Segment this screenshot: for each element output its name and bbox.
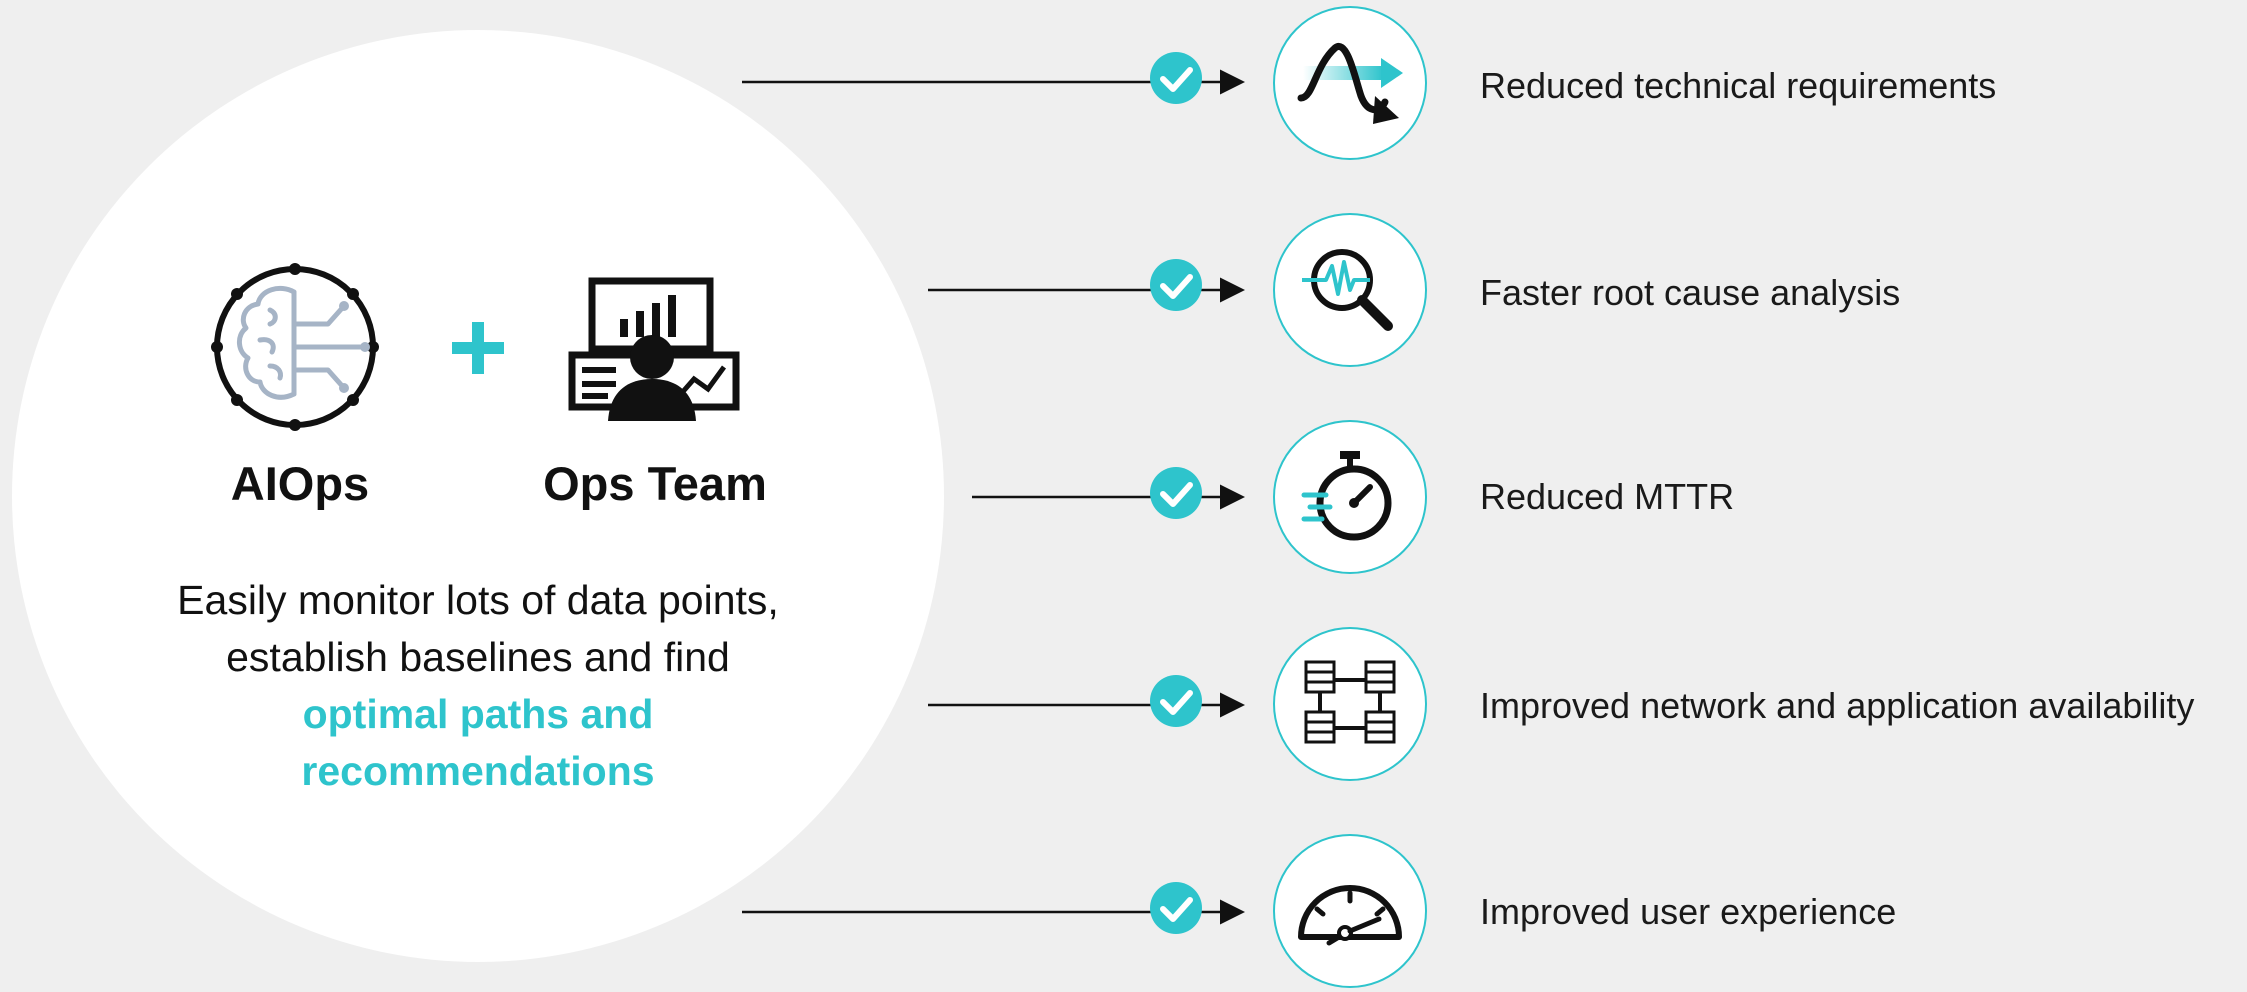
aiops-label: AIOps bbox=[230, 457, 370, 510]
wave-arrow-icon bbox=[1273, 6, 1427, 160]
description-highlight: recommendations bbox=[301, 748, 655, 794]
description-line: establish baselines and find bbox=[226, 634, 730, 680]
plus-sign bbox=[448, 318, 508, 378]
magnifier-pulse-icon bbox=[1273, 213, 1427, 367]
ops-team-icon bbox=[568, 275, 740, 425]
connector-row-5 bbox=[742, 882, 1245, 934]
connector-row-3 bbox=[972, 467, 1245, 519]
benefit-label: Reduced technical requirements bbox=[1480, 65, 1997, 106]
check-badge-icon bbox=[1150, 259, 1202, 311]
description-line: Easily monitor lots of data points, bbox=[177, 577, 779, 623]
check-badge-icon bbox=[1150, 675, 1202, 727]
benefit-label: Improved user experience bbox=[1480, 891, 1897, 932]
description-highlight: optimal paths and bbox=[302, 691, 654, 737]
connector-row-1 bbox=[742, 52, 1245, 104]
central-circle bbox=[12, 30, 944, 962]
benefit-label: Reduced MTTR bbox=[1480, 476, 1735, 517]
benefit-label: Faster root cause analysis bbox=[1480, 272, 1901, 313]
connector-row-4 bbox=[928, 675, 1245, 727]
ai-brain-icon bbox=[210, 262, 380, 432]
check-badge-icon bbox=[1150, 52, 1202, 104]
ops-team-label: Ops Team bbox=[543, 457, 767, 510]
stopwatch-icon bbox=[1273, 420, 1427, 574]
network-servers-icon bbox=[1273, 627, 1427, 781]
description: Easily monitor lots of data points, esta… bbox=[120, 572, 836, 800]
benefit-label: Improved network and application availab… bbox=[1480, 685, 2195, 726]
speedometer-icon bbox=[1273, 834, 1427, 988]
connector-row-2 bbox=[928, 259, 1245, 311]
check-badge-icon bbox=[1150, 882, 1202, 934]
check-badge-icon bbox=[1150, 467, 1202, 519]
